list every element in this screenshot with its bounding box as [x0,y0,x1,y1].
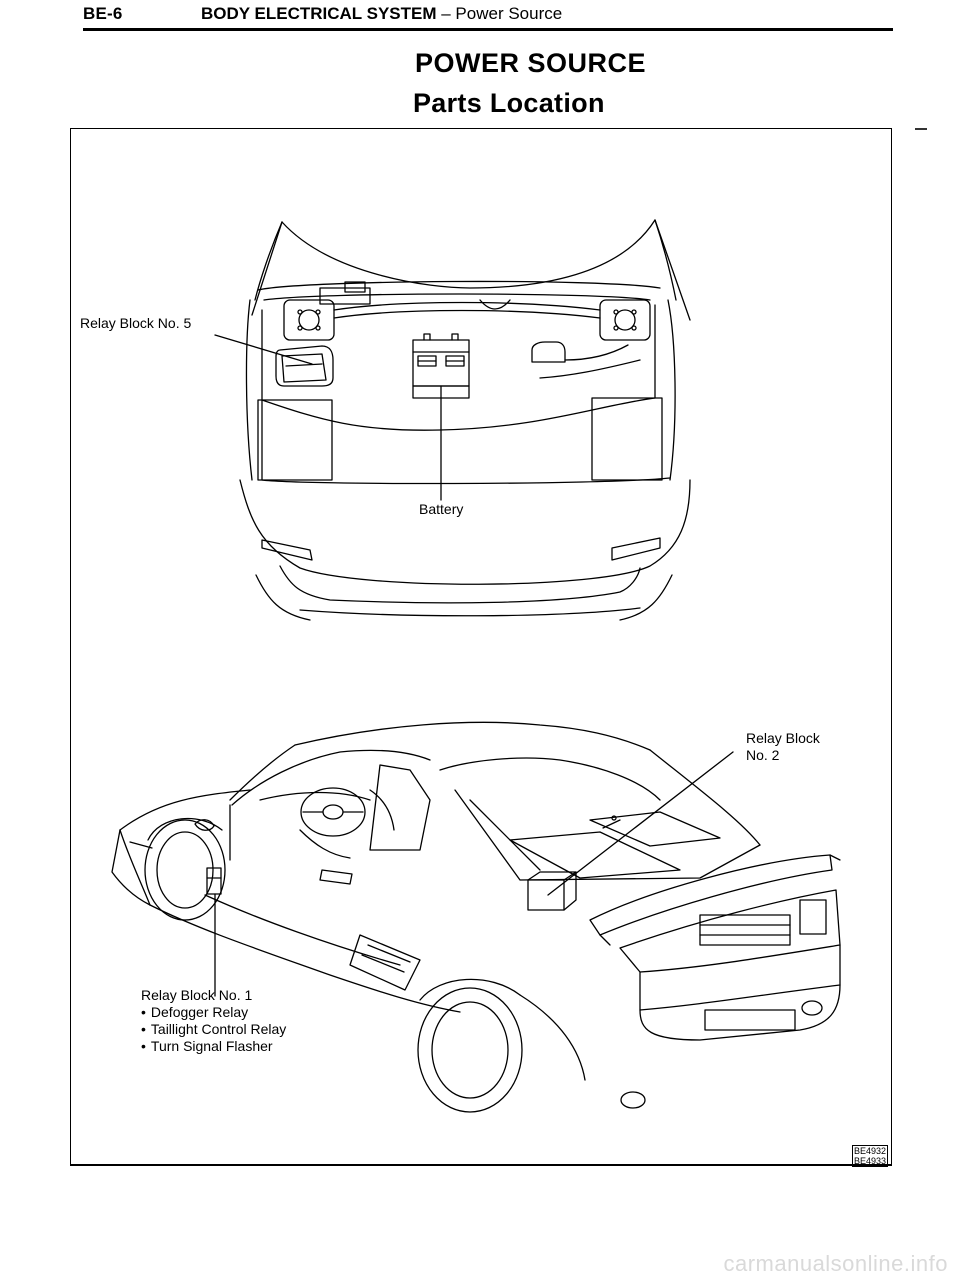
page-code: BE-6 [83,4,123,23]
section-title-separator: – [436,4,456,23]
section-title-normal: Power Source [455,4,563,23]
page-title: POWER SOURCE [415,48,647,78]
callout-relay-block-1-title: Relay Block No. 1 [141,987,253,1003]
callout-relay-block-5: Relay Block No. 5 [80,315,192,331]
relay-block-1-item-list: Defogger Relay Taillight Control Relay T… [141,1004,286,1055]
callout-relay-block-2: Relay Block No. 2 [746,730,820,764]
callout-relay-block-2-line2: No. 2 [746,747,780,763]
figure-code-1: BE4932 [854,1146,887,1156]
figure-code-2: BE4933 [854,1156,887,1166]
edge-mark [915,128,927,130]
section-title-bold: BODY ELECTRICAL SYSTEM [201,4,437,23]
figure-frame [70,128,892,1166]
section-title: BODY ELECTRICAL SYSTEM – Power Source [201,4,562,24]
list-item: Taillight Control Relay [141,1021,286,1038]
callout-relay-block-2-line1: Relay Block [746,730,820,746]
list-item: Turn Signal Flasher [141,1038,286,1055]
header-rule [83,28,893,31]
figure-code: BE4932 BE4933 [852,1145,889,1167]
callout-relay-block-1: Relay Block No. 1 Defogger Relay Taillig… [141,987,286,1055]
watermark: carmanualsonline.info [723,1251,948,1276]
list-item: Defogger Relay [141,1004,286,1021]
front-trunk-drawing [214,219,691,621]
page-header: BE-6 BODY ELECTRICAL SYSTEM – Power Sour… [83,0,893,32]
page-subtitle: Parts Location [413,88,605,118]
callout-battery: Battery [419,501,464,517]
rear-car-drawing [111,721,841,1113]
